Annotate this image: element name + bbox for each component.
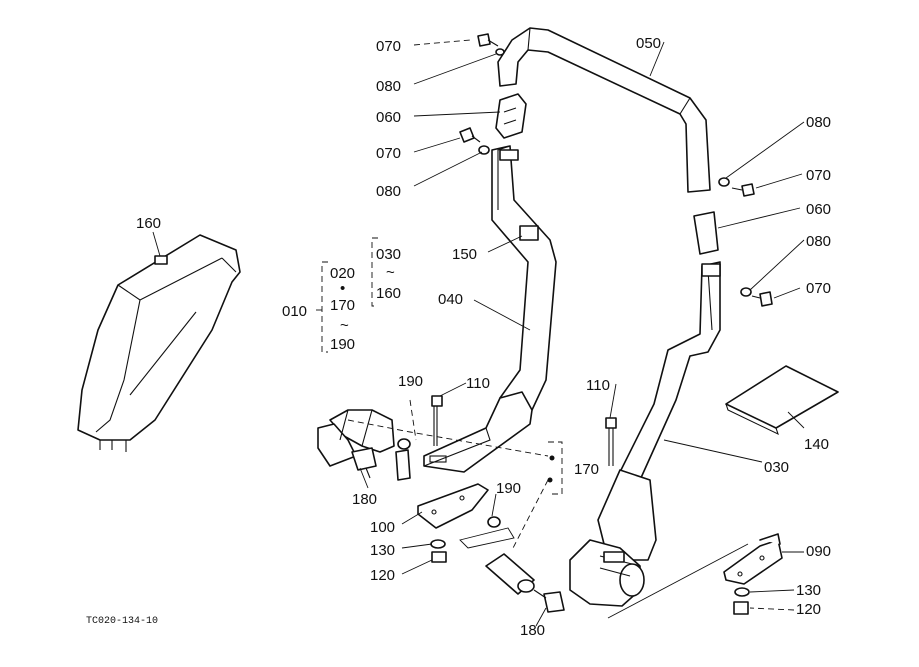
label-190-lower: 190 (496, 480, 521, 497)
right-upright-part (615, 261, 721, 487)
reference-line (607, 543, 749, 619)
right-socket-part (701, 263, 721, 277)
label-070-mid: 070 (376, 145, 401, 162)
label-110-right: 110 (586, 377, 610, 394)
label-190-upper: 190 (398, 373, 423, 390)
label-080-top: 080 (376, 78, 401, 95)
joint-bracket-upper-part (495, 93, 527, 139)
label-130-left: 130 (370, 542, 395, 559)
label-070-right-lower: 070 (806, 280, 831, 297)
label-030-range-start: 030 (376, 246, 401, 263)
washer-nut-left (430, 539, 447, 563)
label-060-left: 060 (376, 109, 401, 126)
joint-bracket-right-part (693, 211, 719, 255)
bolt-070-right-upper (718, 177, 755, 197)
label-120-left: 120 (370, 567, 395, 584)
label-170-group: 170 (574, 461, 599, 478)
label-110-left: 110 (466, 375, 490, 392)
label-030-range-tilde: ~ (386, 264, 395, 281)
right-lower-bracket-part (569, 469, 657, 607)
label-010: 010 (282, 303, 307, 320)
upper-socket-part (499, 149, 519, 161)
upper-frame-part (497, 27, 711, 193)
bolt-070-mid (459, 127, 490, 155)
figure-reference: TC020-134-10 (86, 616, 158, 627)
left-foot-plate-part (423, 391, 533, 473)
label-130-right: 130 (796, 582, 821, 599)
label-030: 030 (764, 459, 789, 476)
part-labels: 070 080 060 070 080 050 080 070 060 080 … (136, 35, 831, 639)
leader-lines (152, 39, 805, 627)
left-upright-part (491, 145, 557, 411)
pin-part (459, 516, 515, 549)
label-120-right: 120 (796, 601, 821, 618)
left-clamp-assembly (317, 409, 411, 481)
sleeve-part (485, 553, 565, 613)
label-070-top: 070 (376, 38, 401, 55)
label-160-cover: 160 (136, 215, 161, 232)
label-080-right-upper: 080 (806, 114, 831, 131)
label-080-mid: 080 (376, 183, 401, 200)
long-bolt-left (431, 395, 443, 446)
label-020: 020 (330, 265, 355, 282)
label-090: 090 (806, 543, 831, 560)
label-170-range-tilde: ~ (340, 317, 349, 334)
label-180-lower: 180 (520, 622, 545, 639)
label-040: 040 (438, 291, 463, 308)
right-bracket-part (723, 533, 783, 585)
label-160-range-end: 160 (376, 285, 401, 302)
label-150: 150 (452, 246, 477, 263)
seat-cover-part (77, 234, 241, 452)
long-bolt-right (605, 417, 617, 466)
mounting-plate-part (417, 483, 489, 529)
label-100: 100 (370, 519, 395, 536)
label-190-range-end: 190 (330, 336, 355, 353)
mat-part (725, 365, 839, 429)
washer-nut-right (733, 587, 750, 615)
bolt-070-top (477, 33, 505, 56)
label-170-range-start: 170 (330, 297, 355, 314)
label-050: 050 (636, 35, 661, 52)
label-140: 140 (804, 436, 829, 453)
label-020-dot: • (340, 280, 345, 297)
bolt-070-right-lower (740, 287, 773, 307)
label-060-right: 060 (806, 201, 831, 218)
label-070-right-upper: 070 (806, 167, 831, 184)
label-080-right-lower: 080 (806, 233, 831, 250)
label-180-left: 180 (352, 491, 377, 508)
